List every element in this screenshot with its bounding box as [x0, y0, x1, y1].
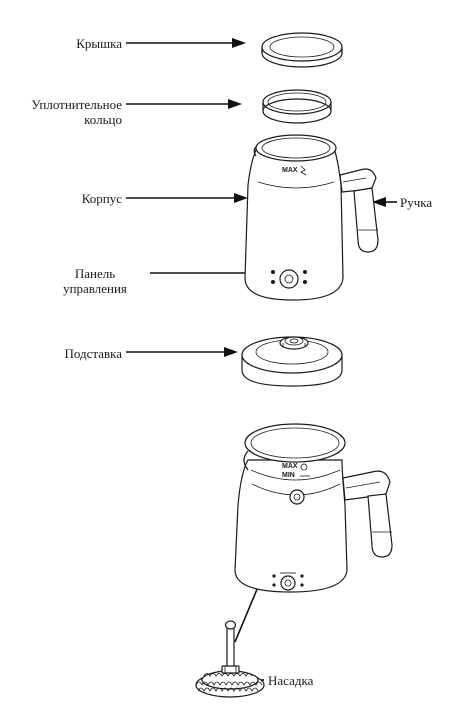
- jug-max-marking: MAX: [282, 167, 298, 174]
- arrow-lid: [126, 38, 246, 48]
- assembled-jug-drawing: MAX MIN: [234, 423, 393, 593]
- label-seal-ring-line1: Уплотнительное: [31, 97, 122, 112]
- label-seal-ring-line2: кольцо: [84, 112, 122, 127]
- whisk-drawing: [195, 620, 265, 698]
- assembled-min-marking: MIN: [282, 472, 295, 479]
- label-control-panel-line2: управления: [63, 281, 127, 296]
- seal-ring-drawing: [262, 89, 332, 124]
- arrow-body: [126, 193, 248, 203]
- label-handle: Ручка: [400, 195, 433, 210]
- lid-drawing: [261, 32, 343, 68]
- label-control-panel: Панель управления: [45, 266, 145, 296]
- label-base: Подставка: [64, 346, 122, 361]
- jug-body-drawing: MAX: [244, 134, 379, 301]
- label-whisk: Насадка: [268, 673, 314, 688]
- label-lid: Крышка: [76, 36, 122, 51]
- base-stand-drawing: [241, 336, 343, 387]
- arrow-handle: [372, 197, 397, 207]
- arrow-base: [126, 347, 238, 357]
- label-body: Корпус: [81, 191, 122, 206]
- label-seal-ring: Уплотнительное кольцо: [20, 97, 122, 127]
- assembled-max-marking: MAX: [282, 463, 298, 470]
- label-control-panel-line1: Панель: [74, 266, 116, 281]
- arrow-seal-ring: [126, 99, 242, 109]
